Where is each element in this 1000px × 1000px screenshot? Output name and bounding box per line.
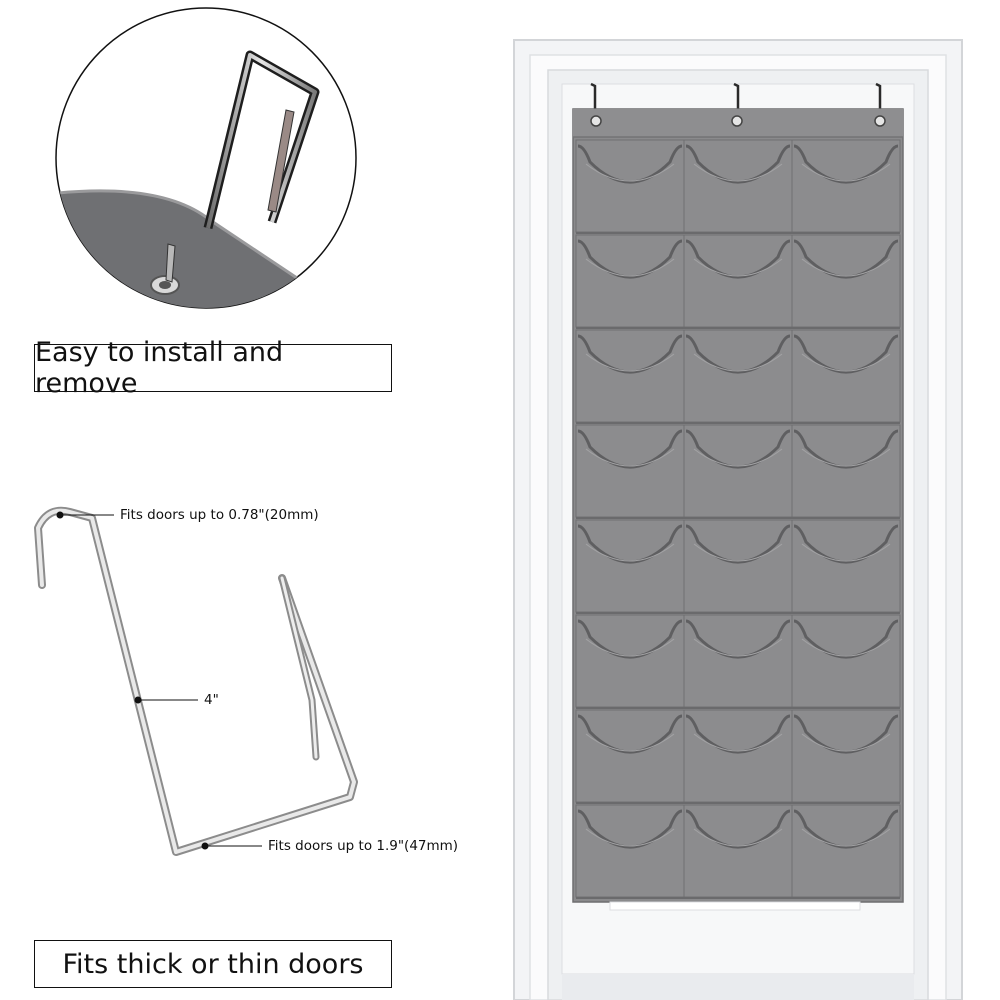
pocket — [683, 329, 793, 423]
pocket — [575, 329, 685, 423]
pocket-highlight — [585, 828, 675, 847]
pocket-highlight — [801, 543, 891, 562]
pocket-edge — [577, 429, 683, 469]
pocket — [575, 614, 685, 708]
pocket-highlight — [585, 448, 675, 467]
pocket-edge — [793, 429, 899, 469]
pocket — [791, 329, 901, 423]
pocket-edge — [577, 809, 683, 849]
pocket-highlight — [693, 448, 783, 467]
pocket-highlight — [693, 543, 783, 562]
pocket-highlight — [801, 163, 891, 182]
pocket — [683, 709, 793, 803]
pocket — [791, 519, 901, 613]
pocket-edge — [577, 714, 683, 754]
pocket — [791, 234, 901, 328]
pocket-edge — [577, 239, 683, 279]
pocket — [683, 139, 793, 233]
pocket-edge — [577, 334, 683, 374]
callout-top-label: Fits doors up to 0.78"(20mm) — [120, 507, 319, 523]
pocket — [791, 424, 901, 518]
pocket — [683, 519, 793, 613]
pocket-highlight — [801, 638, 891, 657]
pocket — [791, 709, 901, 803]
pocket — [575, 519, 685, 613]
pocket-edge — [685, 619, 791, 659]
pocket-highlight — [585, 733, 675, 752]
over-door-hooks — [590, 82, 882, 118]
pocket-highlight — [585, 258, 675, 277]
pocket-edge — [793, 334, 899, 374]
pocket — [683, 804, 793, 898]
pocket-edge — [793, 809, 899, 849]
pocket-edge — [685, 239, 791, 279]
pocket-edge — [793, 714, 899, 754]
pocket-highlight — [801, 733, 891, 752]
pocket-edge — [685, 334, 791, 374]
callout-middle-label: 4" — [204, 692, 219, 708]
pocket-edge — [793, 619, 899, 659]
pocket-highlight — [693, 638, 783, 657]
pocket — [575, 709, 685, 803]
pocket-highlight — [585, 353, 675, 372]
pocket-highlight — [693, 353, 783, 372]
grommets — [590, 115, 886, 127]
pocket-highlight — [693, 258, 783, 277]
pocket-highlight — [801, 258, 891, 277]
pocket-edge — [577, 619, 683, 659]
pocket — [791, 614, 901, 708]
pocket-highlight — [693, 163, 783, 182]
organizer-pockets — [575, 139, 901, 899]
pocket-edge — [685, 714, 791, 754]
pocket-edge — [793, 239, 899, 279]
pocket — [791, 139, 901, 233]
pocket-edge — [793, 144, 899, 184]
pocket-edge — [685, 524, 791, 564]
pocket — [575, 424, 685, 518]
pocket-highlight — [693, 733, 783, 752]
pocket — [575, 139, 685, 233]
pocket-highlight — [801, 353, 891, 372]
pocket-edge — [577, 524, 683, 564]
pocket-highlight — [693, 828, 783, 847]
pocket-highlight — [801, 448, 891, 467]
pocket — [791, 804, 901, 898]
pocket — [683, 234, 793, 328]
pocket — [683, 424, 793, 518]
pocket-highlight — [585, 163, 675, 182]
pocket-highlight — [585, 543, 675, 562]
callout-bottom-label: Fits doors up to 1.9"(47mm) — [268, 838, 459, 854]
pocket-edge — [685, 144, 791, 184]
pocket-edge — [685, 809, 791, 849]
pocket — [575, 234, 685, 328]
pocket-edge — [685, 429, 791, 469]
pocket-edge — [793, 524, 899, 564]
pocket-highlight — [585, 638, 675, 657]
caption-fits-doors: Fits thick or thin doors — [34, 940, 392, 988]
pocket-highlight — [801, 828, 891, 847]
pocket — [575, 804, 685, 898]
pocket — [683, 614, 793, 708]
pocket-edge — [577, 144, 683, 184]
